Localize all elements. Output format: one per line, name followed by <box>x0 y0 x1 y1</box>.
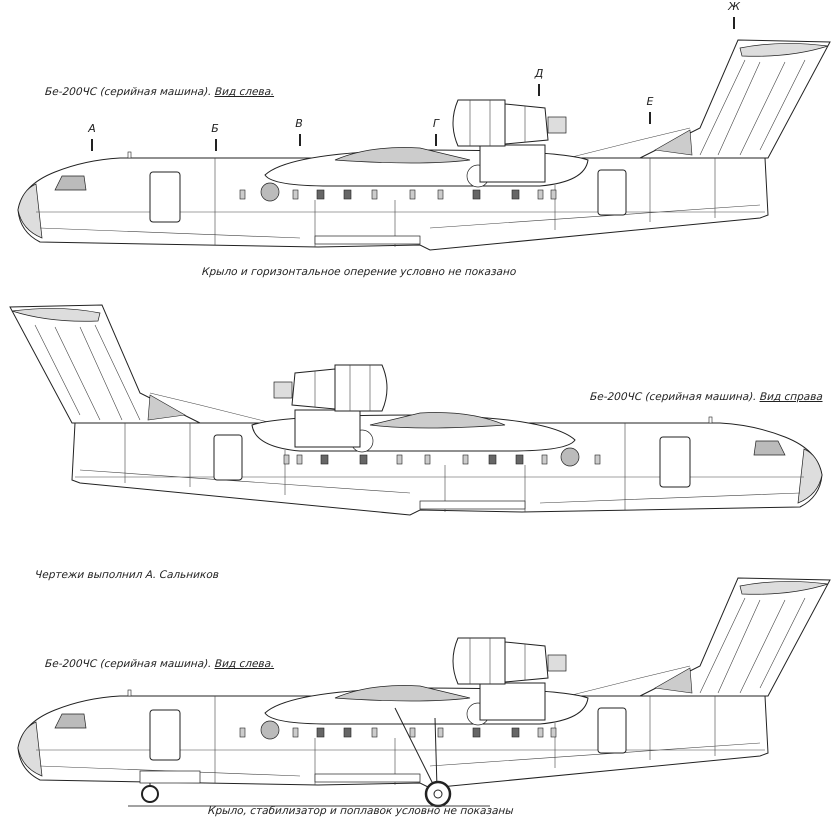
marker-b: Б <box>211 122 219 135</box>
view-caption-3: Крыло, стабилизатор и поплавок условно н… <box>207 805 514 817</box>
view-title-3: Бе-200ЧС (серийная машина). Вид слева. <box>44 658 275 670</box>
main-wheel <box>424 780 452 808</box>
marker-g: Г <box>432 117 440 130</box>
nose-wheel <box>141 785 159 803</box>
marker-v: В <box>295 117 303 130</box>
view-title-2: Бе-200ЧС (серийная машина). Вид справа <box>589 391 824 403</box>
marker-e: Е <box>646 95 654 108</box>
nose-gear-door <box>139 770 201 784</box>
aircraft-left-view-gear <box>17 577 831 808</box>
view-caption-1: Крыло и горизонтальное оперение условно … <box>201 266 517 278</box>
main-gear-strut <box>394 707 438 789</box>
aircraft-right-view <box>9 304 823 516</box>
aircraft-left-view-top <box>17 39 831 251</box>
marker-zh: Ж <box>728 0 740 13</box>
author-credit: Чертежи выполнил А. Сальников <box>34 569 220 581</box>
marker-a: А <box>88 122 96 135</box>
view-title-1: Бе-200ЧС (серийная машина). Вид слева. <box>44 86 275 98</box>
marker-d: Д <box>534 67 544 80</box>
